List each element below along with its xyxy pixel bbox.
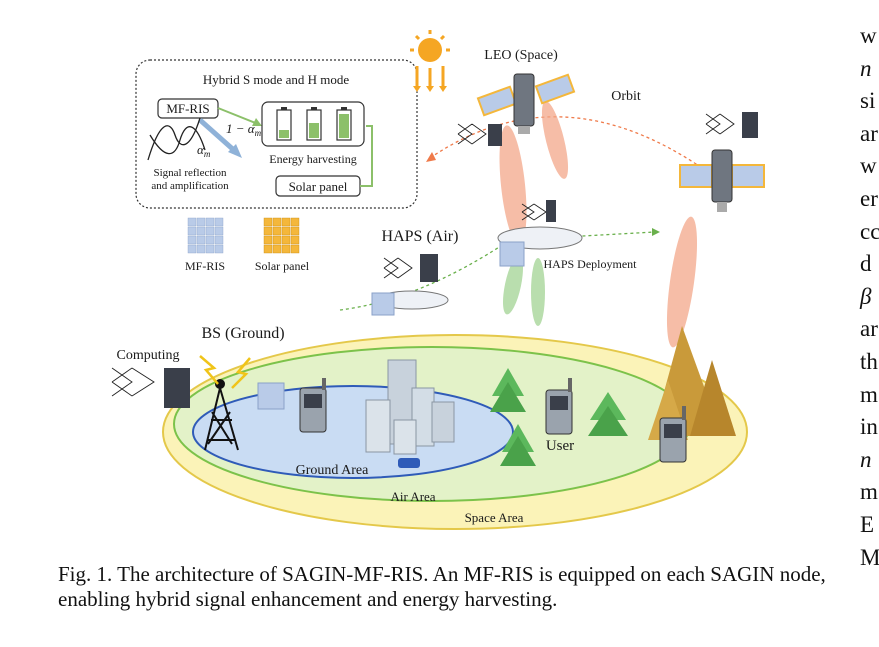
right-column-line: E: [860, 511, 875, 537]
mf-ris-box-label: MF-RIS: [166, 101, 209, 116]
tree-icon: [500, 424, 536, 466]
reflection-arrow: [198, 118, 238, 154]
arrow-head-icon: [652, 228, 660, 236]
user-label: User: [546, 438, 574, 454]
right-column-line: m: [860, 479, 878, 505]
haps-airship-icon: [371, 290, 449, 316]
right-column-line: n: [860, 55, 872, 81]
to-battery-arrow: [217, 107, 259, 125]
arrow-head-icon: [228, 144, 242, 158]
right-column-line: β: [860, 283, 872, 309]
sun-icon: [410, 30, 450, 92]
haps-beam: [502, 255, 524, 315]
signal-wave-icon: [149, 126, 206, 155]
air-area-label: Air Area: [390, 489, 435, 504]
right-column-line: ar: [860, 120, 878, 146]
lightning-icon: [199, 355, 219, 385]
solar-panel-legend-icon: [263, 217, 300, 254]
solar-to-battery-arrow: [360, 125, 373, 187]
server-icon: [420, 254, 438, 282]
haps-beam: [531, 258, 545, 326]
right-column-line: th: [860, 348, 878, 374]
signal-label-line2: and amplification: [151, 180, 229, 192]
solar-panel-legend-label: Solar panel: [255, 259, 310, 273]
leo-beam: [541, 101, 569, 179]
mf-ris-legend-label: MF-RIS: [185, 259, 225, 273]
right-column-line: w: [860, 153, 877, 179]
arrow-head-icon: [426, 152, 436, 162]
leo-beam: [499, 125, 527, 245]
signal-wave-icon: [147, 117, 201, 161]
server-icon: [488, 124, 502, 146]
right-column-line: d: [860, 251, 872, 277]
right-column-line: n: [860, 446, 872, 472]
orbit-label: Orbit: [611, 89, 641, 104]
leo-satellite-icon: [679, 149, 765, 212]
tree-icon: [490, 368, 526, 412]
user-device-icon: [299, 378, 327, 433]
haps-deployment-label: HAPS Deployment: [544, 257, 638, 271]
leo-satellite-icon: [476, 73, 576, 134]
arrow-head-icon: [252, 118, 262, 126]
haps-airship-icon: [497, 226, 583, 267]
lightning-icon: [231, 357, 251, 389]
right-column-line: in: [860, 414, 878, 440]
right-column-line: si: [860, 88, 876, 114]
leo-beam: [666, 216, 698, 348]
neural-network-icon: [705, 113, 735, 135]
right-column-line: er: [860, 185, 878, 211]
battery-icon: [306, 107, 322, 141]
ground-area-label: Ground Area: [296, 463, 369, 478]
neural-network-icon: [521, 203, 547, 221]
server-icon: [164, 368, 190, 408]
right-column-line: M: [860, 544, 879, 570]
right-column-line: m: [860, 381, 878, 407]
one-minus-alpha: 1 − αm: [226, 121, 262, 138]
city-buildings-icon: [365, 359, 455, 455]
mf-ris-legend-icon: [187, 217, 224, 254]
alpha-label: αm: [197, 142, 211, 159]
neural-network-icon: [383, 257, 413, 279]
right-column-line: cc: [860, 218, 879, 244]
figure-caption: Fig. 1. The architecture of SAGIN-MF-RIS…: [58, 562, 826, 611]
space-area-label: Space Area: [465, 510, 524, 525]
battery-icon: [336, 107, 352, 141]
neural-network-icon: [111, 367, 155, 397]
user-device-icon: [545, 378, 573, 435]
battery-icon: [276, 107, 292, 141]
signal-label-line1: Signal reflection: [153, 167, 227, 179]
tree-icon: [588, 392, 628, 436]
base-station-tower-icon: [204, 379, 239, 451]
right-column-line: ar: [860, 316, 878, 342]
server-icon: [742, 112, 758, 138]
car-icon: [398, 458, 420, 468]
user-device-icon: [659, 406, 687, 463]
server-icon: [546, 200, 556, 222]
haps-label: HAPS (Air): [382, 228, 459, 245]
neural-network-icon: [457, 123, 487, 145]
haps-deployment-path: [339, 231, 656, 311]
mf-ris-panel-icon: [257, 382, 285, 410]
bs-label: BS (Ground): [201, 325, 284, 342]
energy-label: Energy harvesting: [269, 152, 356, 166]
leo-label: LEO (Space): [484, 48, 558, 63]
computing-label: Computing: [116, 348, 179, 363]
legend-title: Hybrid S mode and H mode: [203, 72, 349, 87]
right-column-line: w: [860, 23, 877, 48]
solar-panel-box-label: Solar panel: [289, 179, 348, 194]
